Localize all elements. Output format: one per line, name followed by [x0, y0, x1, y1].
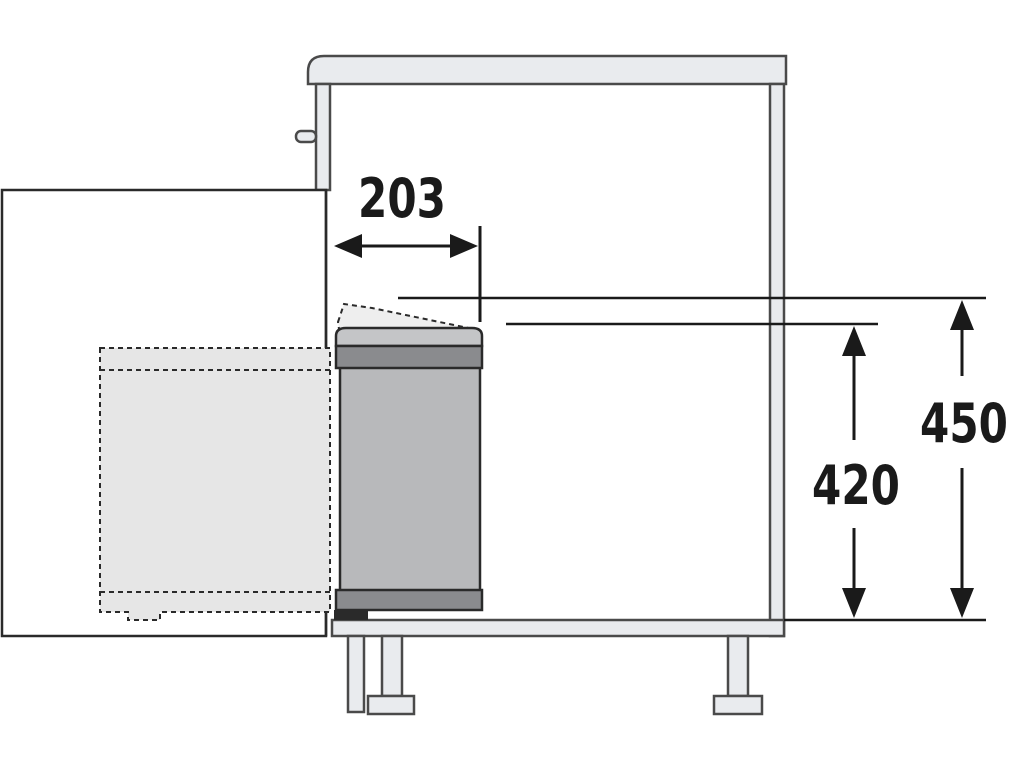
ghost-bin-outline: [99, 347, 331, 621]
waste-bin: [334, 326, 484, 620]
width-dimension: [334, 226, 482, 322]
cabinet-bottom-panel: [330, 618, 786, 638]
height-450-dimension: [950, 300, 974, 618]
knob: [294, 129, 318, 144]
cabinet-legs: [346, 634, 764, 716]
height-420-dimension: [842, 326, 866, 618]
cabinet-left-panel: [314, 82, 332, 192]
height-420-label: 420: [812, 455, 900, 517]
width-label: 203: [358, 168, 446, 230]
cabinet-right-panel: [768, 82, 786, 638]
height-450-label: 450: [920, 393, 1008, 455]
reference-lines: [398, 296, 986, 622]
countertop: [306, 54, 788, 86]
